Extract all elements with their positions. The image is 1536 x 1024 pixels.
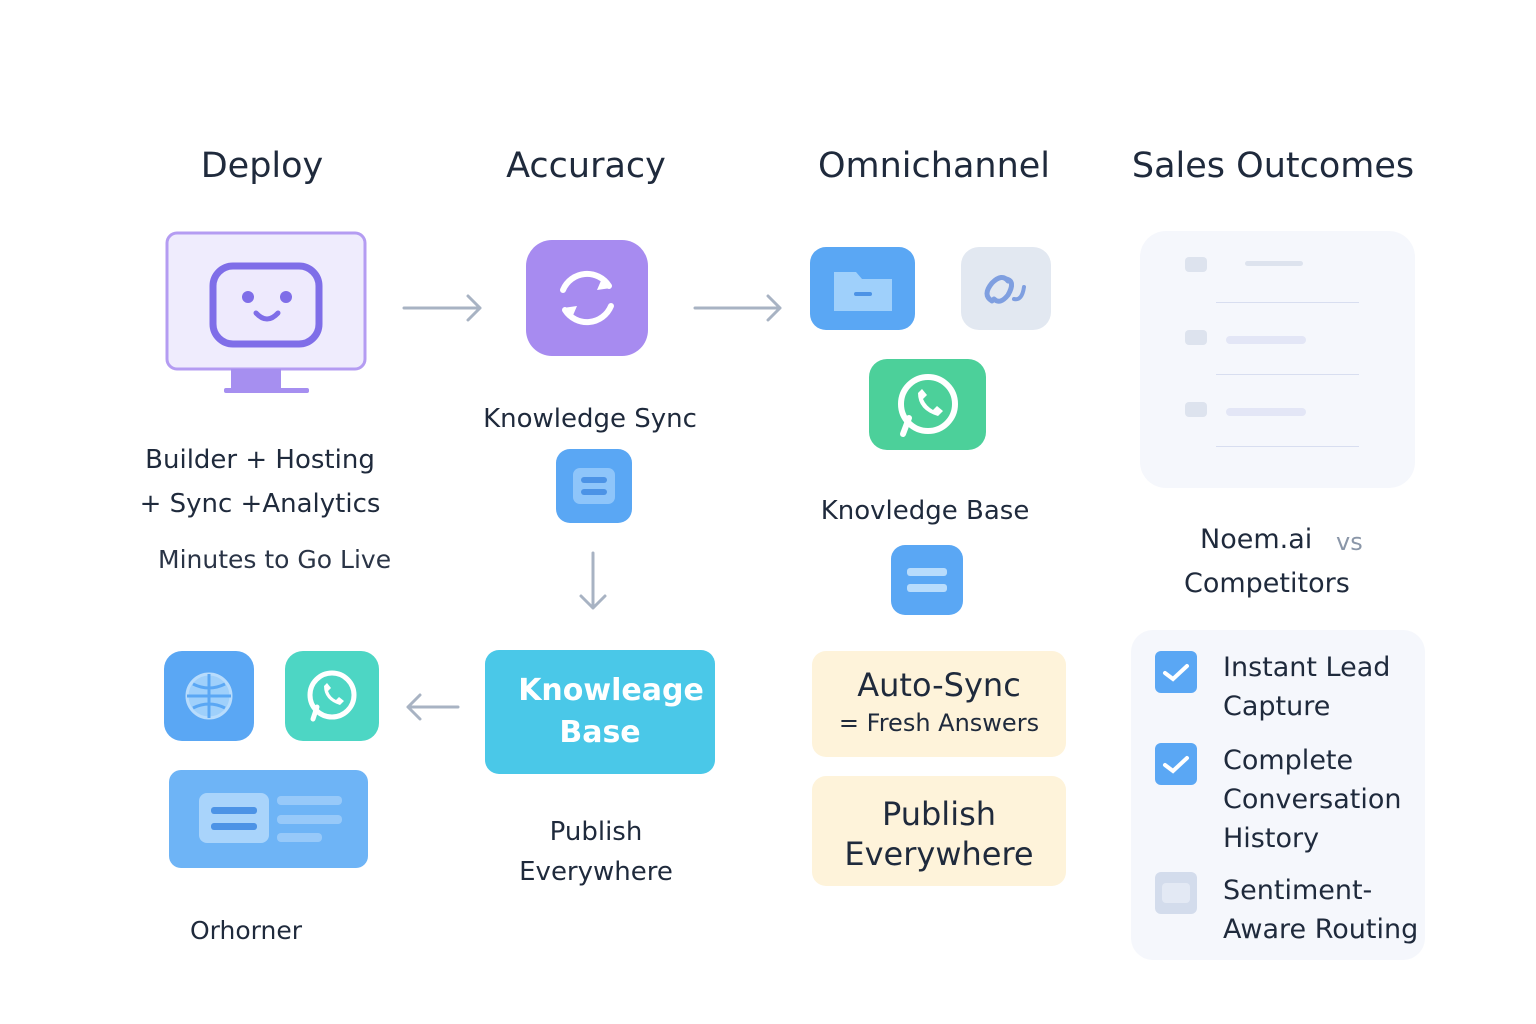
arrow-right-icon	[693, 294, 782, 322]
kb-card-line-1: Knowleage	[518, 673, 704, 708]
heading-deploy: Deploy	[200, 146, 324, 186]
publish-card-line-2: Everywhere	[844, 835, 1034, 873]
checkbox-checked[interactable]	[1155, 743, 1197, 785]
heading-accuracy: Accuracy	[506, 146, 666, 186]
arrow-down-icon	[579, 551, 607, 610]
knowledge-base-card: Knowleage Base	[485, 650, 715, 774]
arrow-left-icon	[406, 693, 460, 721]
folder-icon	[810, 247, 915, 330]
globe-icon	[164, 651, 254, 741]
knowledge-sync-label: Knowledge Sync	[483, 404, 697, 434]
chat-widget-icon	[169, 770, 368, 868]
auto-sync-title: Auto-Sync	[857, 666, 1021, 704]
deploy-line-1: Builder + Hosting	[145, 445, 375, 475]
publish-everywhere-card: Publish Everywhere	[812, 776, 1066, 886]
document-icon	[891, 545, 963, 615]
checkbox-checked[interactable]	[1155, 651, 1197, 693]
whatsapp-icon	[285, 651, 379, 741]
comparison-table-placeholder	[1140, 231, 1415, 488]
publish-line-1: Publish	[549, 817, 643, 847]
knowledge-base-label: Knovledge Base	[820, 496, 1030, 526]
publish-card-line-1: Publish	[881, 795, 997, 833]
auto-sync-subtitle: = Fresh Answers	[838, 709, 1040, 737]
sync-icon	[526, 240, 648, 356]
heading-omnichannel: Omnichannel	[817, 146, 1051, 186]
feature-sentiment-aware-routing: Sentiment-Aware Routing	[1223, 875, 1419, 945]
auto-sync-card: Auto-Sync = Fresh Answers	[812, 651, 1066, 757]
chatbot-monitor-icon	[165, 231, 367, 393]
vs-label: vs	[1336, 528, 1363, 556]
channels-label: Orhorner	[190, 916, 302, 945]
deploy-subtitle: Minutes to Go Live	[158, 545, 392, 574]
checkbox-unchecked[interactable]	[1155, 872, 1197, 914]
deploy-line-2: + Sync +Analytics	[139, 489, 381, 519]
brand-name: Noem.ai	[1200, 524, 1313, 555]
publish-line-2: Everywhere	[519, 857, 673, 887]
heading-sales-outcomes: Sales Outcomes	[1131, 146, 1415, 186]
kb-card-line-2: Base	[559, 715, 641, 750]
whatsapp-icon	[869, 359, 986, 450]
arrow-right-icon	[402, 294, 482, 322]
document-icon	[556, 449, 632, 523]
competitors-label: Competitors	[1184, 568, 1350, 599]
link-icon	[961, 247, 1051, 330]
